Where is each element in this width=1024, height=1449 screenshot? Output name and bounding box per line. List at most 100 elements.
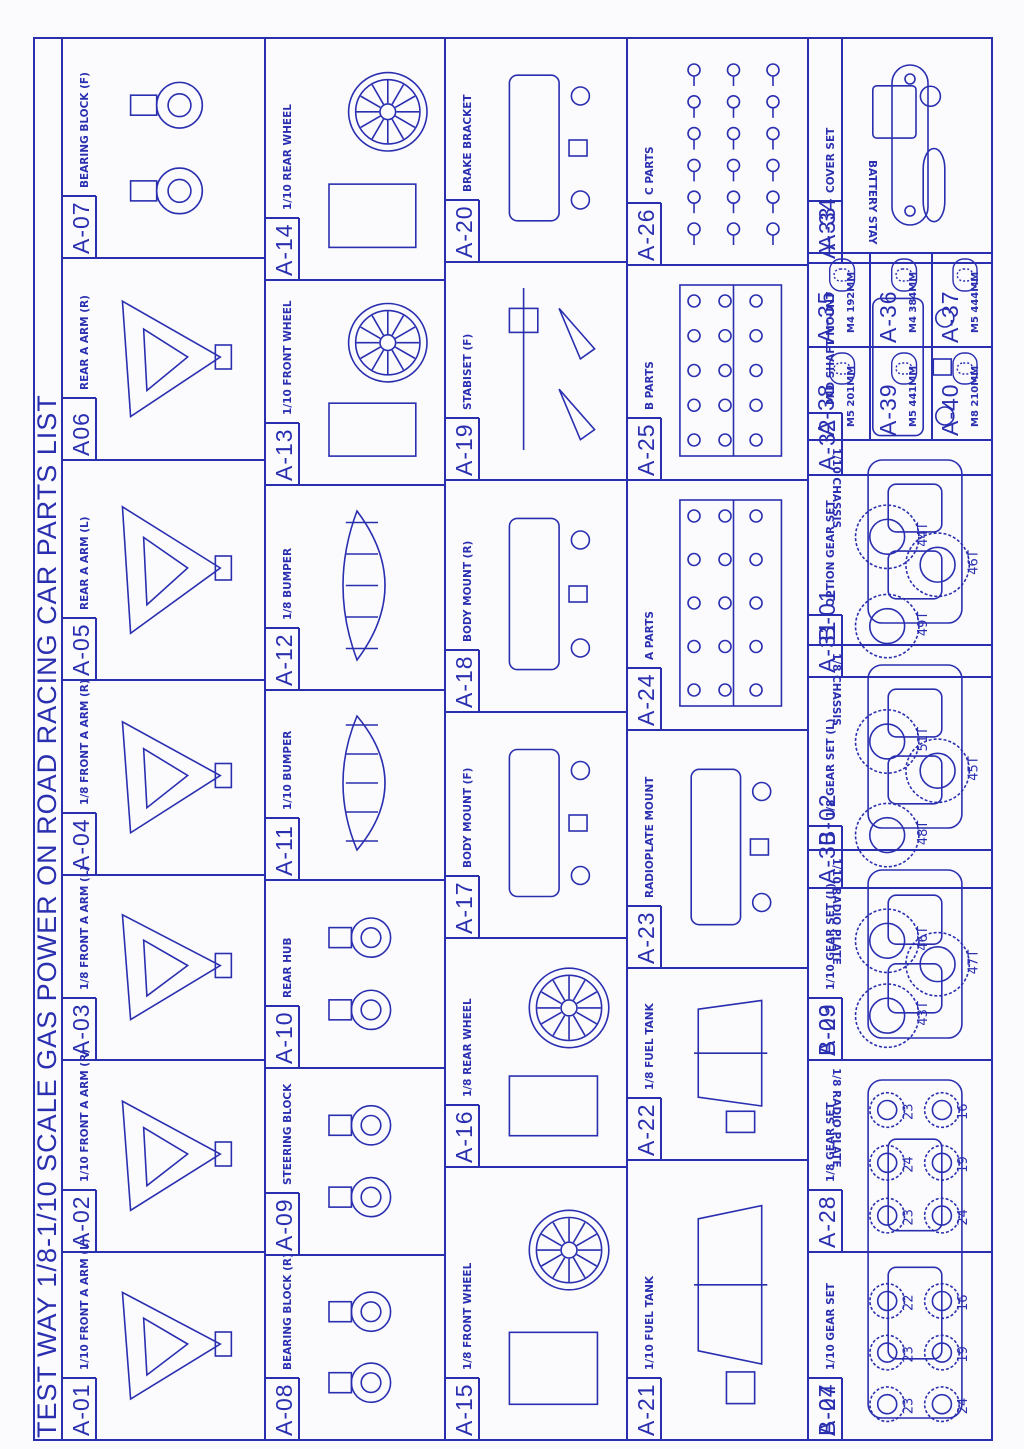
gear-tooth-label: 16	[956, 1294, 971, 1311]
part-cell-a-38: A-38 M5 201MM	[813, 352, 857, 436]
part-cell-a-21: A-211/10 FUEL TANK	[627, 1204, 768, 1440]
gear-tooth-label: 24	[956, 1398, 971, 1415]
part-name: REAR A ARM (R)	[79, 295, 91, 390]
part-name: 1/10 CHASSIS	[830, 448, 842, 528]
part-code: A-26	[633, 208, 659, 261]
part-code: A-22	[633, 1103, 659, 1156]
part-code: A-10	[271, 1011, 297, 1064]
part-cell-a-04: A-041/8 FRONT A ARM (R)	[62, 679, 233, 875]
part-code: A-33	[814, 206, 840, 259]
belt-size: M5 441MM	[908, 366, 919, 427]
part-code: A-05	[68, 623, 94, 676]
part-cell-b-04: B-041/8 RADIO PLATE	[814, 1068, 963, 1436]
part-cell-a-11: A-11 1/10 BUMPER	[265, 714, 386, 880]
part-cell-a-10: A-10 REAR HUB	[265, 917, 392, 1068]
part-code: A-27	[814, 1383, 840, 1436]
part-code: A-36	[875, 290, 901, 343]
part-code: A-38	[813, 383, 839, 436]
part-name: 1/10 FRONT A ARM (L)	[79, 1238, 91, 1370]
gear-tooth-label: 47T	[966, 950, 981, 975]
part-name: 1/10 BUMPER	[282, 731, 294, 810]
part-cell-a-03: A-031/8 FRONT A ARM (L)	[62, 866, 233, 1060]
part-cell-a-37: A-37 M5 444MM	[937, 258, 981, 343]
part-name: BODY MOUNT (F)	[462, 768, 474, 868]
part-code: A-29	[814, 1003, 840, 1056]
part-code: A-01	[68, 1383, 94, 1436]
part-code: A-03	[68, 1003, 94, 1056]
part-code: A-11	[271, 825, 297, 876]
part-cell-a-15: A-151/8 FRONT WHEEL	[445, 1209, 610, 1440]
belt-size: M4 192MM	[846, 272, 857, 333]
part-cell-b-03: B-031/10 RADIO PLATE	[814, 858, 963, 1056]
part-name: 1/10 FRONT WHEEL	[282, 300, 294, 415]
part-code: A-35	[813, 290, 839, 343]
part-code: A-34	[814, 197, 840, 250]
part-name: BATTERY STAY	[866, 160, 878, 245]
part-name: REAR A ARM (L)	[79, 516, 91, 610]
part-code: A-23	[633, 911, 659, 964]
part-code: A-15	[451, 1383, 477, 1436]
part-code: A-24	[633, 673, 659, 726]
part-name: 1/10 GEAR SET	[825, 1282, 837, 1370]
part-code: A-40	[937, 383, 963, 436]
part-code: A-21	[633, 1383, 659, 1436]
part-code: A-37	[937, 290, 963, 343]
part-code: A-32	[814, 418, 840, 471]
gear-tooth-label: 23	[901, 1103, 916, 1120]
part-code: A-20	[451, 205, 477, 258]
part-code: A-02	[68, 1195, 94, 1248]
part-name: BODY MOUNT (R)	[462, 541, 474, 642]
gear-tooth-label: 24	[956, 1209, 971, 1226]
part-code: A-12	[271, 633, 297, 686]
part-cell-a-13: A-131/10 FRONT WHEEL	[265, 300, 428, 485]
part-cell-a-35: A-35 M4 192MM	[813, 258, 857, 343]
part-cell-a-07: A-07 BEARING BLOCK (F)	[62, 72, 204, 258]
part-name: BEARING BLOCK (R)	[282, 1253, 294, 1370]
part-name: 1/8 GEAR SET	[825, 1102, 837, 1182]
part-name: 1/8 REAR WHEEL	[462, 998, 474, 1097]
gear-tooth-label: 51T	[916, 727, 931, 752]
part-cell-a-26: A-26C PARTS	[627, 63, 780, 265]
part-code: A06	[68, 412, 94, 456]
part-name: RADIOPLATE MOUNT	[644, 776, 656, 898]
part-cell-a-01: A-01 1/10 FRONT A ARM (L)	[62, 1238, 233, 1440]
part-name: BEARING BLOCK (F)	[79, 72, 91, 188]
part-name: OPTION GEAR SET	[825, 500, 837, 607]
part-code: A-08	[271, 1383, 297, 1436]
part-cell-a-22: A-221/8 FUEL TANK	[627, 999, 768, 1160]
part-code: A-07	[68, 201, 94, 254]
part-cell-a-16: A-16 1/8 REAR WHEEL	[445, 967, 610, 1167]
part-cell-a-08: A-08 BEARING BLOCK (R)	[265, 1253, 392, 1440]
belt-size: M4 384MM	[908, 272, 919, 333]
belt-size: M5 444MM	[970, 272, 981, 333]
part-name: STEERING BLOCK	[282, 1083, 294, 1185]
part-name: B PARTS	[644, 361, 656, 410]
part-name: STABISET (F)	[462, 334, 474, 410]
gear-tooth-label: 19	[956, 1156, 971, 1173]
gear-tooth-label: 23	[901, 1209, 916, 1226]
part-cell-a-25: A-25B PARTS	[627, 284, 783, 480]
part-cell-a-02: A-021/10 FRONT A ARM (R)	[62, 1049, 233, 1252]
gear-tooth-label: 19	[956, 1346, 971, 1363]
parts-grid-frame	[33, 37, 993, 1441]
part-cell-a-24: A-24A PARTS	[627, 499, 783, 730]
gear-tooth-label: 49T	[916, 612, 931, 637]
part-code: B-02	[814, 793, 840, 846]
part-code: A-39	[875, 383, 901, 436]
gear-tooth-label: 16	[956, 1103, 971, 1120]
part-name: 1/8 BUMPER	[282, 548, 294, 620]
belt-size: M5 201MM	[846, 366, 857, 427]
gear-tooth-label: 23	[901, 1346, 916, 1363]
gear-tooth-label: 22	[901, 1294, 916, 1311]
part-code: A-16	[451, 1110, 477, 1163]
part-cell-a-23: A-23 RADIOPLATE MOUNT	[627, 768, 772, 968]
part-name: 1/8 RADIO PLATE	[830, 1068, 842, 1168]
part-name: 1/10 GEAR SET (L)	[825, 883, 837, 990]
part-cell-a-34: A-34 BATTERY STAY	[814, 38, 929, 253]
part-name: REAR HUB	[282, 938, 294, 998]
